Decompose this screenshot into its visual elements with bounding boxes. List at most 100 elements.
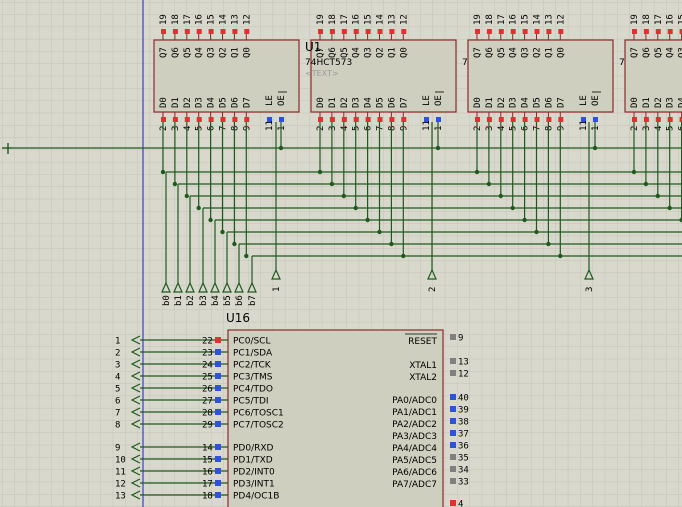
latch-top-pin-number: 15 <box>207 14 217 25</box>
pin-marker <box>215 361 221 367</box>
pin-marker <box>450 430 456 436</box>
latch-part-fragment: 7 <box>462 58 468 68</box>
latch-q-label: Q6 <box>328 47 338 58</box>
mcu-right-pin[interactable]: 4 <box>450 500 463 507</box>
latch-d-label: D0 <box>316 97 326 108</box>
latch-oe-label: OE <box>591 95 601 106</box>
latch-top-pin-number: 18 <box>171 14 181 25</box>
junction-dot <box>208 217 213 223</box>
latch-q-label: Q5 <box>654 47 664 58</box>
pin-marker-top <box>522 29 528 34</box>
latch-bottom-pin-number: 4 <box>183 126 193 131</box>
bus-terminal <box>173 281 183 293</box>
pin-marker-top <box>486 29 492 34</box>
pin-marker-top <box>318 29 323 34</box>
mcu-left-pin-name: PC1/SDA <box>233 349 273 359</box>
latch-le-pin: 11 <box>579 120 589 131</box>
pin-marker <box>450 418 456 424</box>
junction-dot <box>365 217 370 223</box>
junction-dot <box>317 169 323 175</box>
latch-q-label: Q7 <box>159 47 169 58</box>
latch-chip-2[interactable]: 19Q7D0218Q6D1317Q5D2416Q4D3515Q3D4614Q2D… <box>310 14 457 131</box>
latch-chip-3[interactable]: 19Q7D0218Q6D1317Q5D2416Q4D3515Q3D4614Q2D… <box>467 14 614 131</box>
pin-marker-bottom <box>329 117 335 122</box>
mcu-left-pin-name: PC7/TOSC2 <box>233 421 284 431</box>
pin-marker-top <box>632 29 637 34</box>
pin-marker <box>215 409 221 415</box>
latch-q-label: Q5 <box>340 47 350 58</box>
pin-marker-bottom <box>389 117 395 122</box>
latch-bottom-pin-number: 7 <box>219 126 229 131</box>
latch-q-label: Q2 <box>219 47 229 58</box>
latch-bottom-pin-number: 9 <box>556 126 566 131</box>
pin-marker-le <box>267 117 272 122</box>
latch-q-label: Q4 <box>666 47 676 58</box>
pin-marker-bottom <box>232 117 238 122</box>
mcu-right-pin-number: 34 <box>458 466 469 476</box>
bus-terminal-label: b7 <box>248 295 258 306</box>
latch-d-label: D4 <box>364 97 374 108</box>
latch-chip-4[interactable]: 19Q7D0218Q6D1317Q5D2416Q4D3515Q3D4614Q2D… <box>624 14 682 131</box>
junction-dot <box>160 169 166 175</box>
pin-marker-top <box>534 29 540 34</box>
mcu-body <box>227 329 444 507</box>
latch-chip-1[interactable]: 19Q7D0218Q6D1317Q5D2416Q4D3515Q3D4614Q2D… <box>153 14 300 131</box>
latch-bottom-pin-number: 5 <box>666 126 676 131</box>
junction-dot <box>643 181 649 187</box>
latch-d-label: D3 <box>509 97 519 108</box>
bus-terminal <box>210 281 220 293</box>
latch-q-label: Q2 <box>533 47 543 58</box>
junction-dot <box>667 205 672 211</box>
pin-marker <box>215 456 221 462</box>
latch-d-label: D6 <box>544 97 554 108</box>
junction-dot <box>401 253 406 259</box>
latch-d-label: D1 <box>328 97 338 108</box>
bus-terminal <box>185 281 195 293</box>
latch-q-label: Q7 <box>473 47 483 58</box>
latch-d-label: D4 <box>521 97 531 108</box>
mcu-right-pin-name: RESET <box>408 337 437 347</box>
mcu-left-pin-name: PC6/TOSC1 <box>233 409 284 419</box>
latch-top-pin-number: 16 <box>509 14 519 25</box>
pin-marker-bottom <box>534 117 540 122</box>
junction-dot <box>341 193 346 199</box>
mcu-left-pin-name: PD1/TXD <box>233 456 273 466</box>
latch-bottom-pin-number: 6 <box>364 126 374 131</box>
latch-bottom-pin-number: 3 <box>171 126 181 131</box>
latch-top-pin-number: 14 <box>533 14 543 25</box>
pin-marker-bottom <box>208 117 214 122</box>
mcu-right-pin-number: 36 <box>458 442 469 452</box>
mcu-terminal <box>130 359 141 369</box>
latch-q-label: Q0 <box>556 47 566 58</box>
latch-le-pin: 11 <box>422 120 432 131</box>
latch-q-label: Q3 <box>521 47 531 58</box>
junction-dot <box>172 181 178 187</box>
mcu-left-pin-number: 24 <box>202 361 213 371</box>
